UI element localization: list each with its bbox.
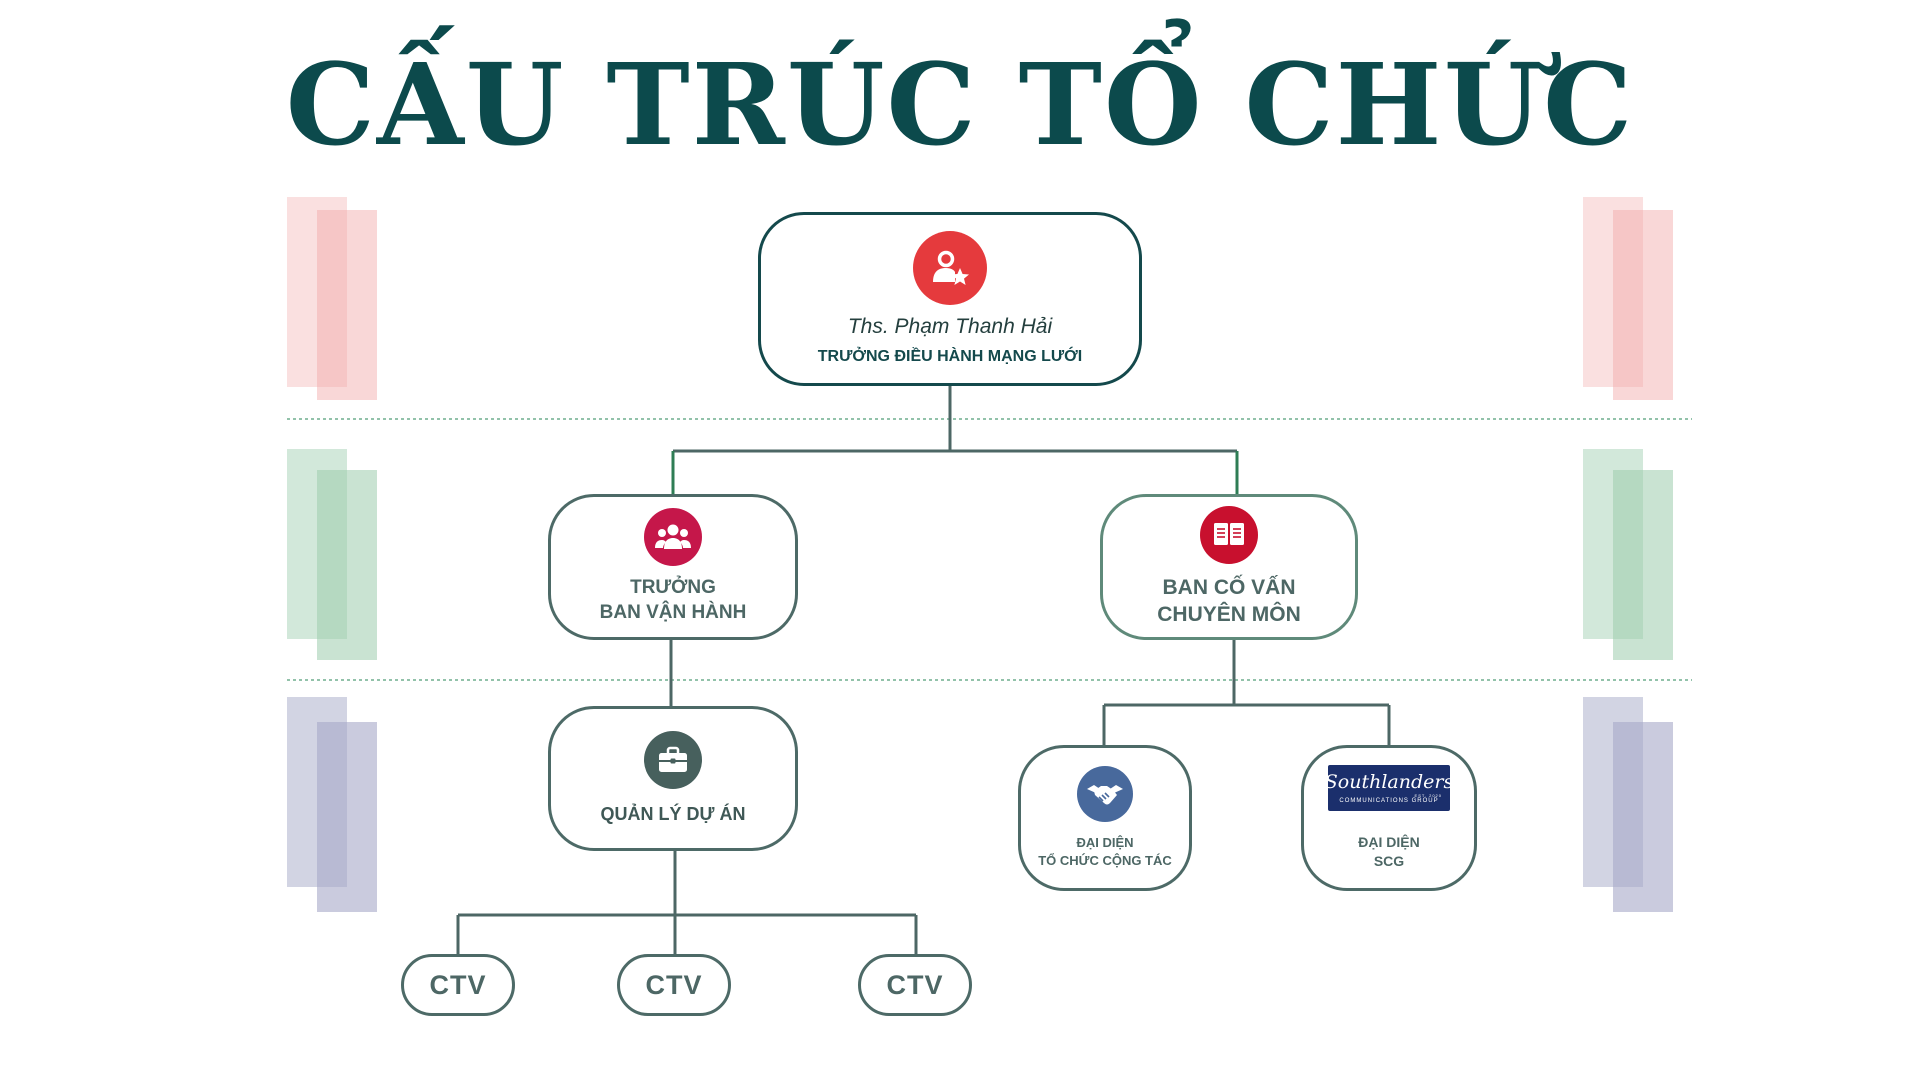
- handshake-icon: [1077, 766, 1133, 823]
- page-title: CẤU TRÚC TỔ CHỨC: [285, 40, 1635, 171]
- node-project-manager: QUẢN LÝ DỰ ÁN: [548, 706, 798, 851]
- person-star-icon: [913, 230, 987, 305]
- right-red-band-front: [1613, 210, 1673, 400]
- right-purple-band-front: [1613, 722, 1673, 912]
- left-red-band-back: [287, 197, 347, 387]
- left-red-band-front: [317, 210, 377, 400]
- book-icon: [1200, 505, 1258, 564]
- director-role: TRƯỞNG ĐIỀU HÀNH MẠNG LƯỚI: [817, 347, 1083, 365]
- scg-role-line1: ĐẠI DIỆN: [1358, 834, 1420, 851]
- node-ctv-1: CTV: [401, 954, 515, 1016]
- node-ctv-3: CTV: [858, 954, 972, 1016]
- node-partner-representative: ĐẠI DIỆN TỔ CHỨC CỘNG TÁC: [1018, 745, 1192, 891]
- operations-role-line1: TRƯỞNG: [630, 577, 716, 599]
- project-manager-role: QUẢN LÝ DỰ ÁN: [600, 803, 746, 824]
- briefcase-icon: [644, 730, 702, 789]
- southlanders-logo: Southlanders EST. 2020 COMMUNICATIONS GR…: [1324, 765, 1454, 812]
- left-purple-band-front: [317, 722, 377, 912]
- group-icon: [644, 508, 702, 567]
- node-operations-head: TRƯỞNG BAN VẬN HÀNH: [548, 494, 798, 640]
- partner-role-line1: ĐẠI DIỆN: [1076, 835, 1134, 851]
- logo-wordmark: Southlanders: [1324, 770, 1454, 793]
- right-green-band-front: [1613, 470, 1673, 660]
- left-green-band-front: [317, 470, 377, 660]
- node-ctv-2: CTV: [617, 954, 731, 1016]
- advisory-role-line2: CHUYÊN MÔN: [1157, 603, 1301, 626]
- advisory-role-line1: BAN CỐ VẤN: [1162, 575, 1296, 599]
- operations-role-line2: BAN VẬN HÀNH: [599, 602, 747, 623]
- node-advisory-board: BAN CỐ VẤN CHUYÊN MÔN: [1100, 494, 1358, 640]
- node-scg-representative: Southlanders EST. 2020 COMMUNICATIONS GR…: [1301, 745, 1477, 891]
- logo-subtitle: COMMUNICATIONS GROUP: [1339, 797, 1439, 804]
- scg-role-line2: SCG: [1373, 853, 1405, 869]
- partner-role-line2: TỔ CHỨC CỘNG TÁC: [1038, 853, 1172, 868]
- ctv-label: CTV: [886, 969, 944, 1000]
- logo-est: EST. 2020: [1414, 792, 1442, 798]
- ctv-label: CTV: [429, 969, 487, 1000]
- node-director: Ths. Phạm Thanh Hải TRƯỞNG ĐIỀU HÀNH MẠN…: [758, 212, 1142, 386]
- ctv-label: CTV: [645, 969, 703, 1000]
- right-red-band-back: [1583, 197, 1643, 387]
- director-name: Ths. Phạm Thanh Hải: [847, 314, 1053, 338]
